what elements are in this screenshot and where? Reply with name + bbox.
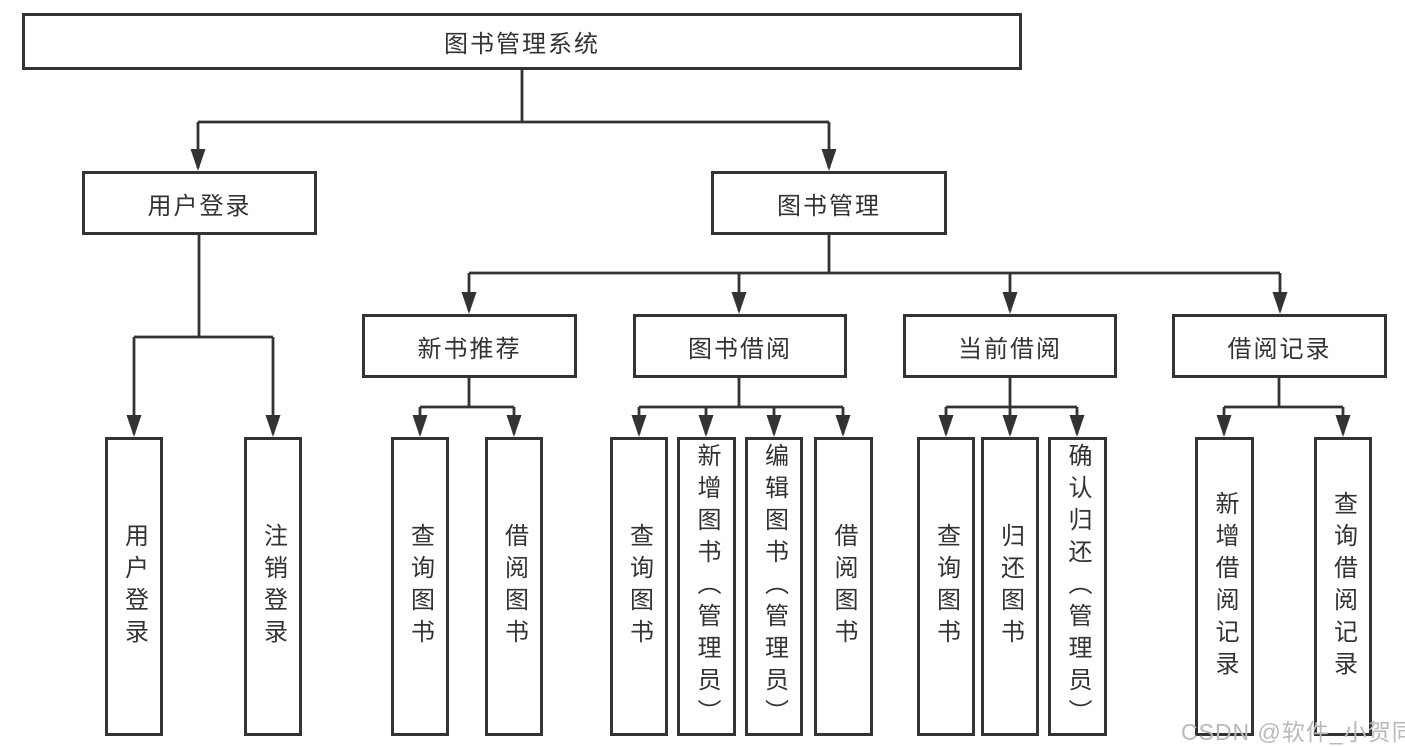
node-book-borrow: 图书借阅 <box>633 314 847 378</box>
leaf-cb-return-book: 归还图书 <box>981 437 1039 736</box>
leaf-bb-edit-book-admin: 编辑图书（管理员） <box>745 437 803 736</box>
node-borrow-records: 借阅记录 <box>1172 314 1387 378</box>
node-user-login: 用户登录 <box>82 171 317 235</box>
node-new-book-recommend: 新书推荐 <box>362 314 577 378</box>
leaf-bb-add-book-admin: 新增图书（管理员） <box>677 437 736 736</box>
leaf-cb-query-book: 查询图书 <box>917 437 975 736</box>
leaf-user-login: 用户登录 <box>105 437 163 736</box>
connector-trunks <box>134 70 1343 409</box>
leaf-nbr-borrow-book: 借阅图书 <box>485 437 543 736</box>
node-root: 图书管理系统 <box>22 13 1022 70</box>
node-book-management: 图书管理 <box>711 171 947 235</box>
leaf-br-query-record: 查询借阅记录 <box>1314 437 1372 736</box>
leaf-bb-borrow-book: 借阅图书 <box>814 437 873 736</box>
leaf-nbr-query-book: 查询图书 <box>391 437 449 736</box>
leaf-br-add-record: 新增借阅记录 <box>1195 437 1254 736</box>
node-current-borrow: 当前借阅 <box>903 314 1117 378</box>
leaf-logout-login: 注销登录 <box>244 437 302 736</box>
leaf-cb-confirm-return-admin: 确认归还（管理员） <box>1048 437 1107 736</box>
watermark: CSDN @软件_小贺同学 <box>1181 719 1405 745</box>
leaf-bb-query-book: 查询图书 <box>610 437 668 736</box>
